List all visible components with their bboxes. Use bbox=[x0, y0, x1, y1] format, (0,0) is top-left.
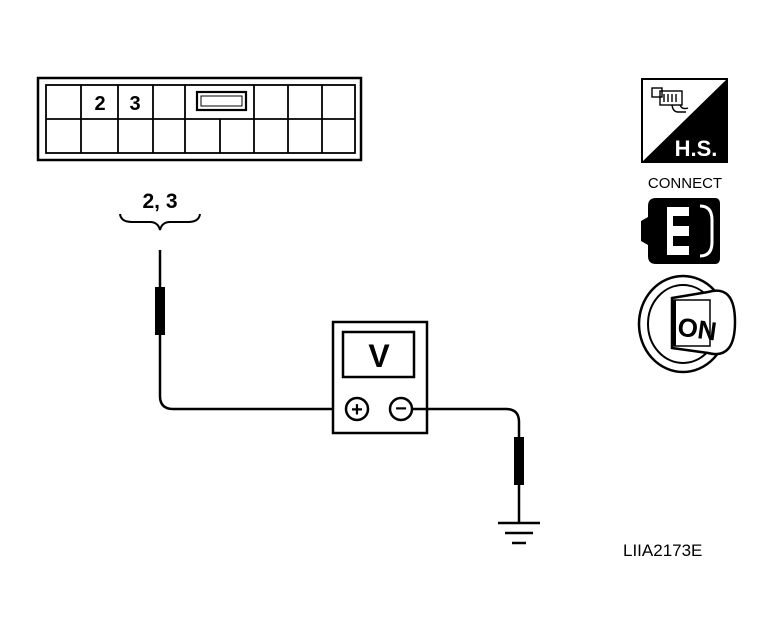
voltmeter-display bbox=[341, 330, 416, 379]
positive-terminal-symbol: + bbox=[351, 399, 363, 421]
connect-label: CONNECT bbox=[648, 175, 722, 192]
connector-lock-tab bbox=[195, 90, 248, 112]
probe-pin-label: 2, 3 bbox=[142, 190, 177, 213]
negative-terminal-symbol: − bbox=[395, 398, 407, 420]
negative-probe-handle bbox=[514, 437, 524, 485]
connector-connect-icon bbox=[641, 198, 720, 264]
positive-lead-wire bbox=[158, 395, 344, 411]
harness-side-badge: H.S. bbox=[641, 78, 728, 163]
pin-label-3: 3 bbox=[129, 93, 140, 115]
connector-housing bbox=[36, 76, 363, 162]
voltmeter-reading-unit: V bbox=[368, 338, 390, 374]
harness-side-label: H.S. bbox=[675, 136, 718, 161]
negative-probe bbox=[412, 407, 524, 522]
positive-probe bbox=[155, 250, 344, 411]
pin-label-2: 2 bbox=[94, 93, 105, 115]
positive-terminal bbox=[344, 396, 370, 422]
connector-sketch-icon bbox=[651, 87, 689, 113]
negative-lead-wire bbox=[412, 407, 521, 437]
ignition-on-label: ON bbox=[676, 311, 719, 346]
positive-probe-handle bbox=[155, 287, 165, 335]
badge-black-triangle bbox=[642, 79, 727, 162]
ground-symbol bbox=[498, 521, 540, 545]
figure-code: LIIA2173E bbox=[623, 541, 702, 560]
connector-face: 2 3 bbox=[36, 76, 363, 162]
pin-brace bbox=[119, 213, 201, 231]
ignition-on-icon: ON bbox=[637, 274, 737, 374]
voltmeter: V + − bbox=[331, 320, 429, 435]
